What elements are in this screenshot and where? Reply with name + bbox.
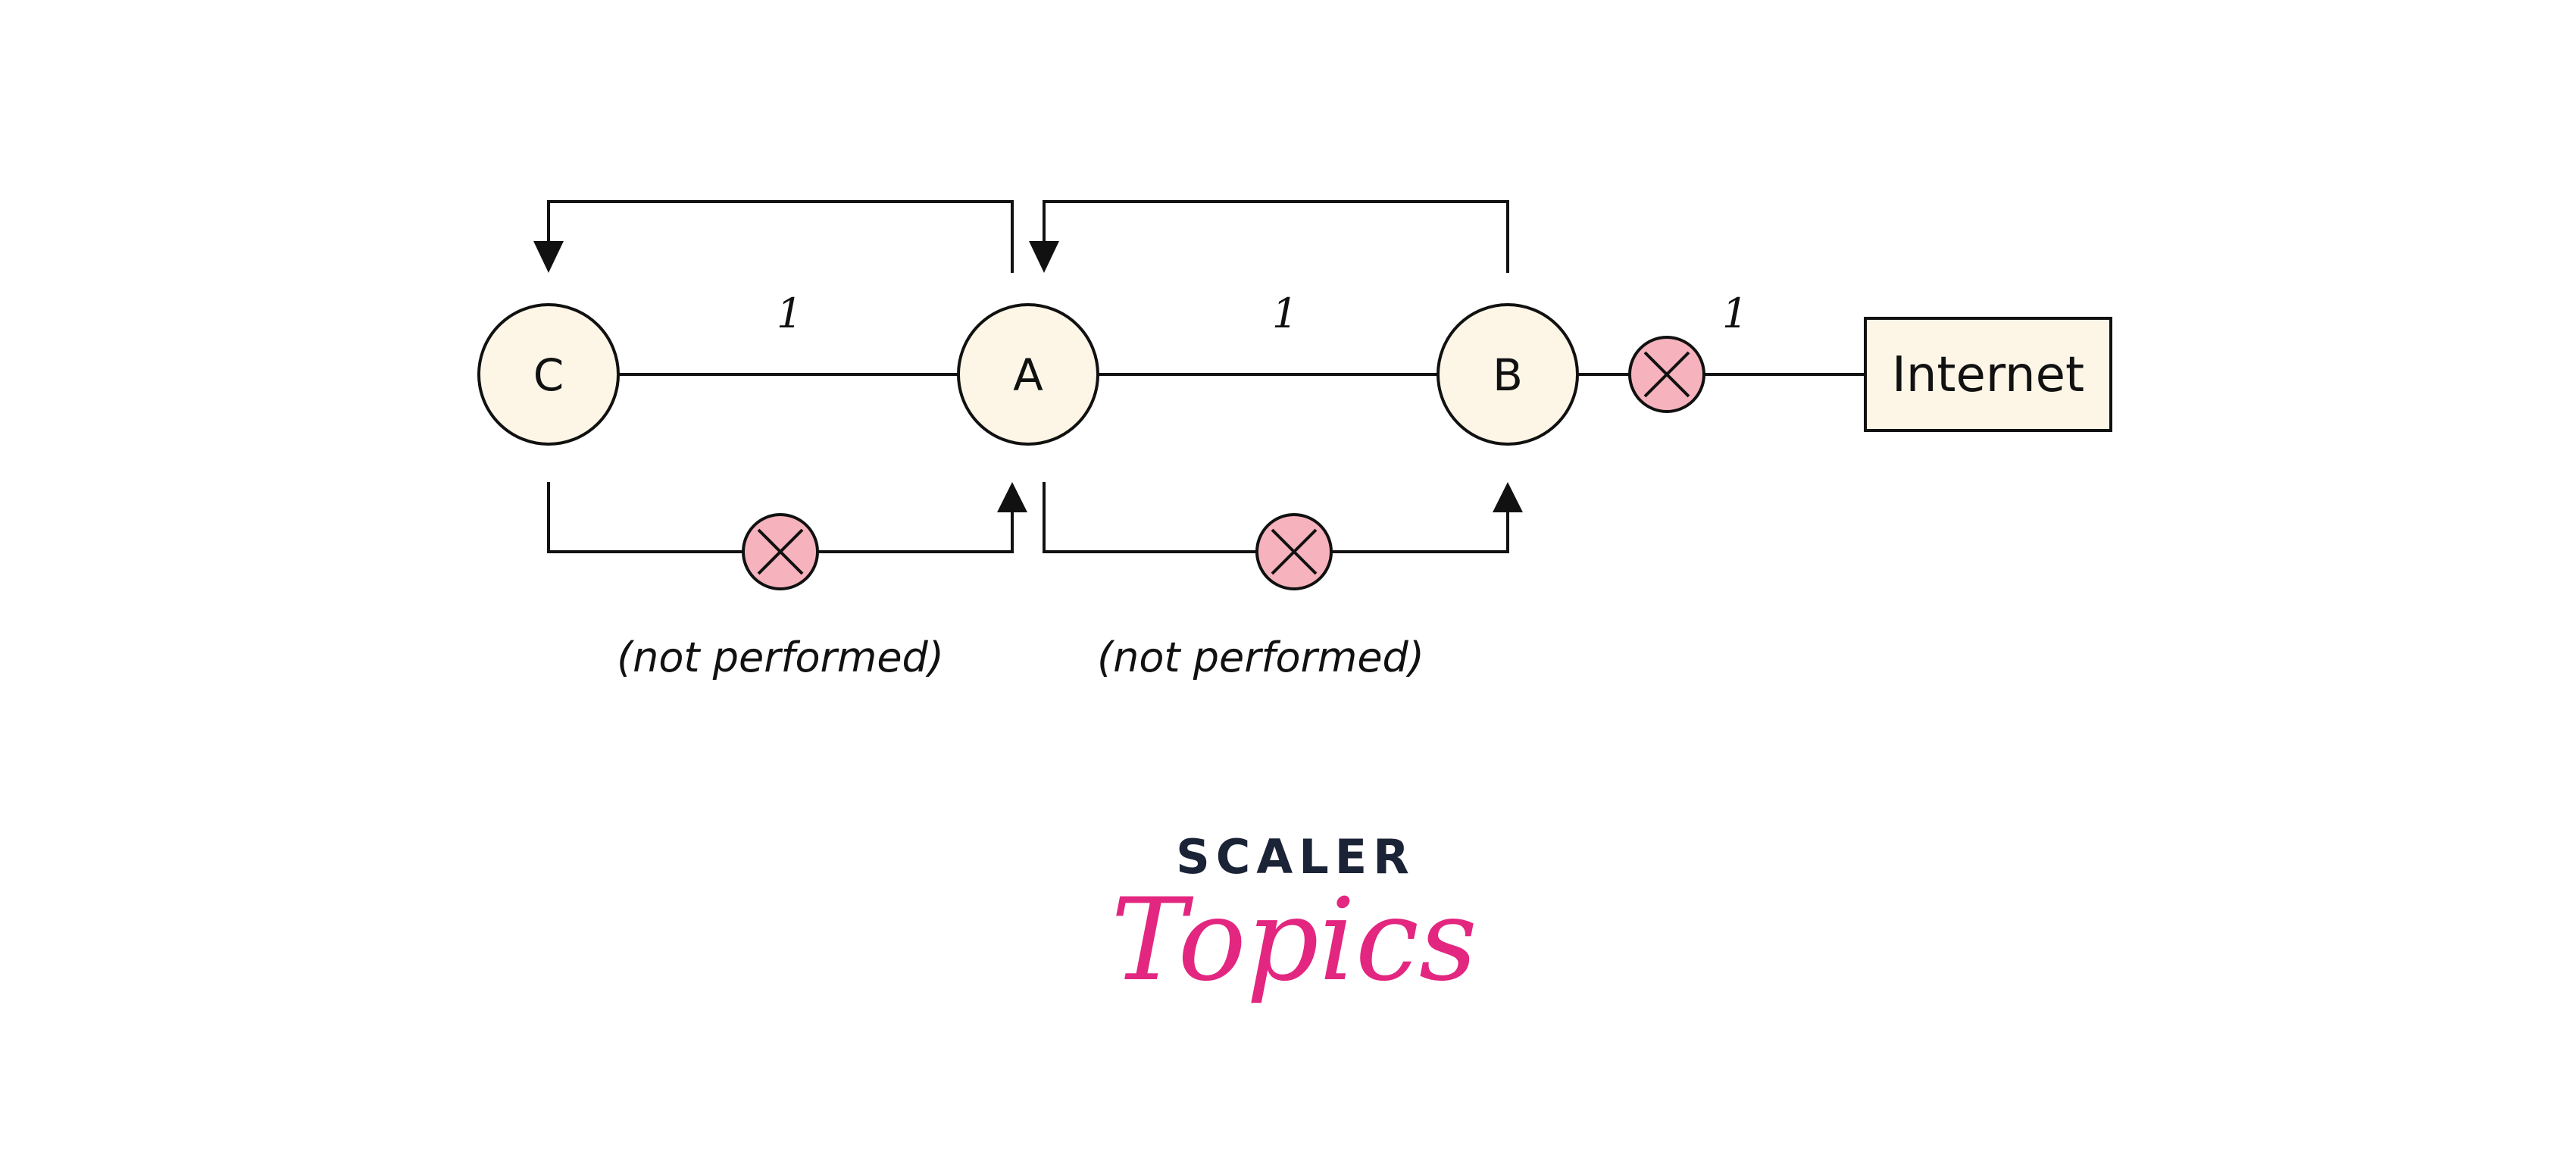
arrowhead-c-top (533, 241, 564, 273)
node-a: A (957, 303, 1099, 446)
node-b: B (1436, 303, 1579, 446)
cost-label-a-b: 1 (1272, 290, 1298, 337)
note-c-to-a: (not performed) (617, 634, 944, 681)
arrowhead-a-bottom (997, 482, 1027, 512)
cost-label-b-internet: 1 (1722, 290, 1748, 337)
node-a-label: A (1013, 349, 1043, 401)
arrowhead-a-top (1029, 241, 1059, 273)
internet-label: Internet (1892, 347, 2084, 403)
arrowhead-b-bottom (1493, 482, 1523, 512)
brand-top-text: SCALER (1176, 829, 1415, 884)
cost-label-c-a: 1 (777, 290, 802, 337)
x-circle-icon (742, 513, 819, 590)
node-c-label: C (533, 349, 564, 401)
arrow-b-to-a (1043, 200, 1509, 273)
x-circle-icon (1628, 336, 1705, 413)
note-a-to-b: (not performed) (1097, 634, 1424, 681)
brand-bottom-text: Topics (1111, 875, 1477, 1006)
node-b-label: B (1493, 349, 1523, 401)
arrow-a-to-c (547, 200, 1014, 273)
x-circle-icon (1255, 513, 1333, 590)
node-c: C (477, 303, 620, 446)
internet-box: Internet (1864, 317, 2112, 432)
brand-logo: SCALER Topics (1111, 829, 1477, 1006)
